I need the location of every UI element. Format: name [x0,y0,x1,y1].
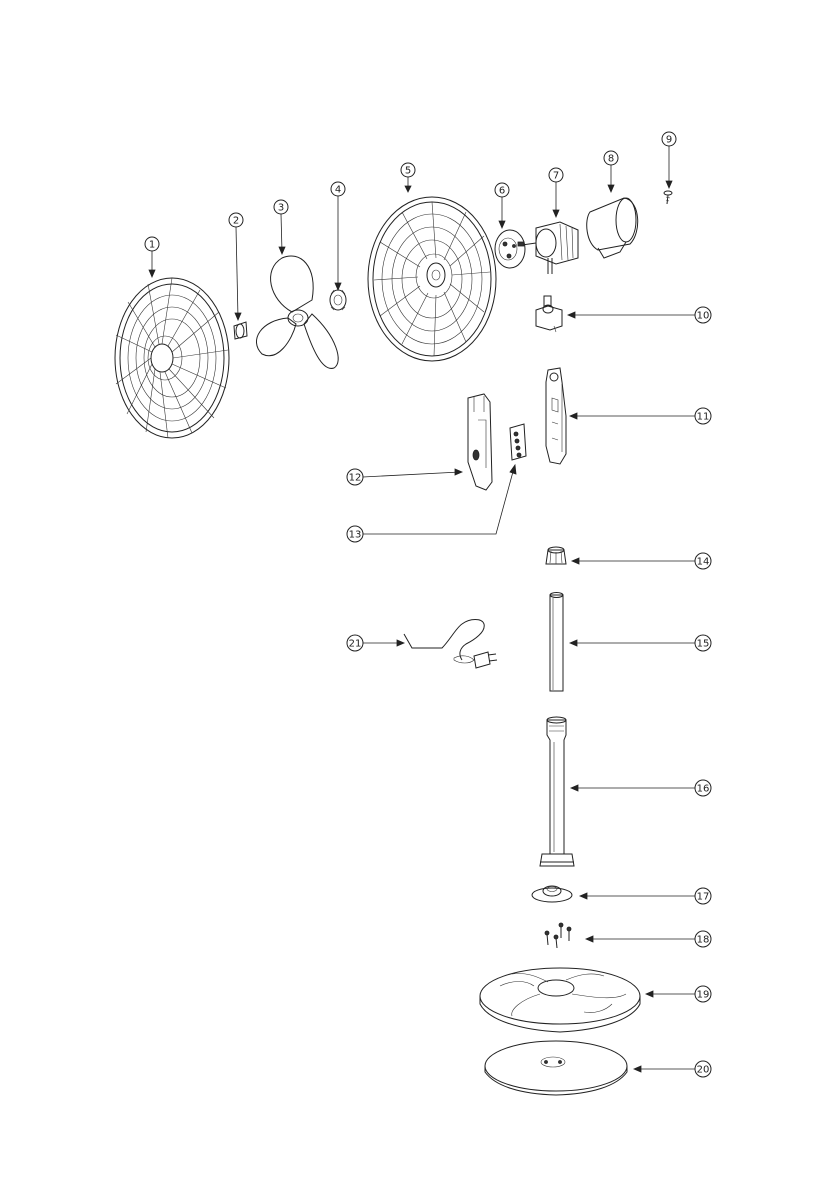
callout-4: 4 [331,182,345,196]
callout-21: 21 [347,635,363,651]
callout-14: 14 [695,553,711,569]
callout-4-label: 4 [335,185,341,196]
part-power-cord [404,620,497,669]
part-switch [510,424,526,460]
callout-20: 20 [695,1061,711,1077]
part-control-cover [468,394,492,490]
callout-8: 8 [604,151,618,165]
callout-2: 2 [229,213,243,227]
part-nut [330,290,346,310]
part-base-bottom [485,1041,627,1095]
part-inner-tube [550,593,563,692]
leader-lines [149,146,695,1072]
part-height-knob [546,547,566,564]
callout-19-label: 19 [697,990,710,1001]
callout-15: 15 [695,635,711,651]
part-rear-cover [587,198,638,258]
callout-18-label: 18 [697,935,710,946]
callout-7-label: 7 [553,171,559,182]
callout-7: 7 [549,168,563,182]
callout-12: 12 [347,469,363,485]
callout-2-label: 2 [233,216,239,227]
part-motor-plate [495,230,525,268]
part-joint [536,296,562,332]
callout-19: 19 [695,986,711,1002]
callout-12-label: 12 [349,473,362,484]
callout-10: 10 [695,307,711,323]
part-neck-housing [546,368,566,464]
callout-16-label: 16 [697,784,710,795]
part-spinner [234,322,247,339]
callout-18: 18 [695,931,711,947]
callout-5: 5 [401,163,415,177]
callout-1-label: 1 [149,240,155,251]
callout-21-label: 21 [349,639,362,650]
part-rear-grille [368,197,496,361]
callout-17: 17 [695,888,711,904]
part-base-cap [532,886,572,902]
callout-16: 16 [695,780,711,796]
callout-9-label: 9 [666,135,672,146]
callout-14-label: 14 [697,557,710,568]
part-base-top [480,968,640,1032]
callout-8-label: 8 [608,154,614,165]
callout-5-label: 5 [405,166,411,177]
part-blade [256,256,338,368]
callout-3: 3 [274,200,288,214]
callout-20-label: 20 [697,1065,710,1076]
callout-17-label: 17 [697,892,710,903]
part-base-screws [545,923,571,948]
part-front-grille [115,278,229,438]
callout-10-label: 10 [697,311,710,322]
callout-1: 1 [145,237,159,251]
callout-9: 9 [662,132,676,146]
part-motor [518,222,578,274]
part-screw [664,191,672,204]
callout-3-label: 3 [278,203,284,214]
callout-11-label: 11 [697,412,710,423]
callout-11: 11 [695,408,711,424]
callout-15-label: 15 [697,639,710,650]
callout-13: 13 [347,526,363,542]
callout-6: 6 [495,183,509,197]
callout-6-label: 6 [499,186,505,197]
part-outer-tube [540,717,574,866]
callout-13-label: 13 [349,530,362,541]
